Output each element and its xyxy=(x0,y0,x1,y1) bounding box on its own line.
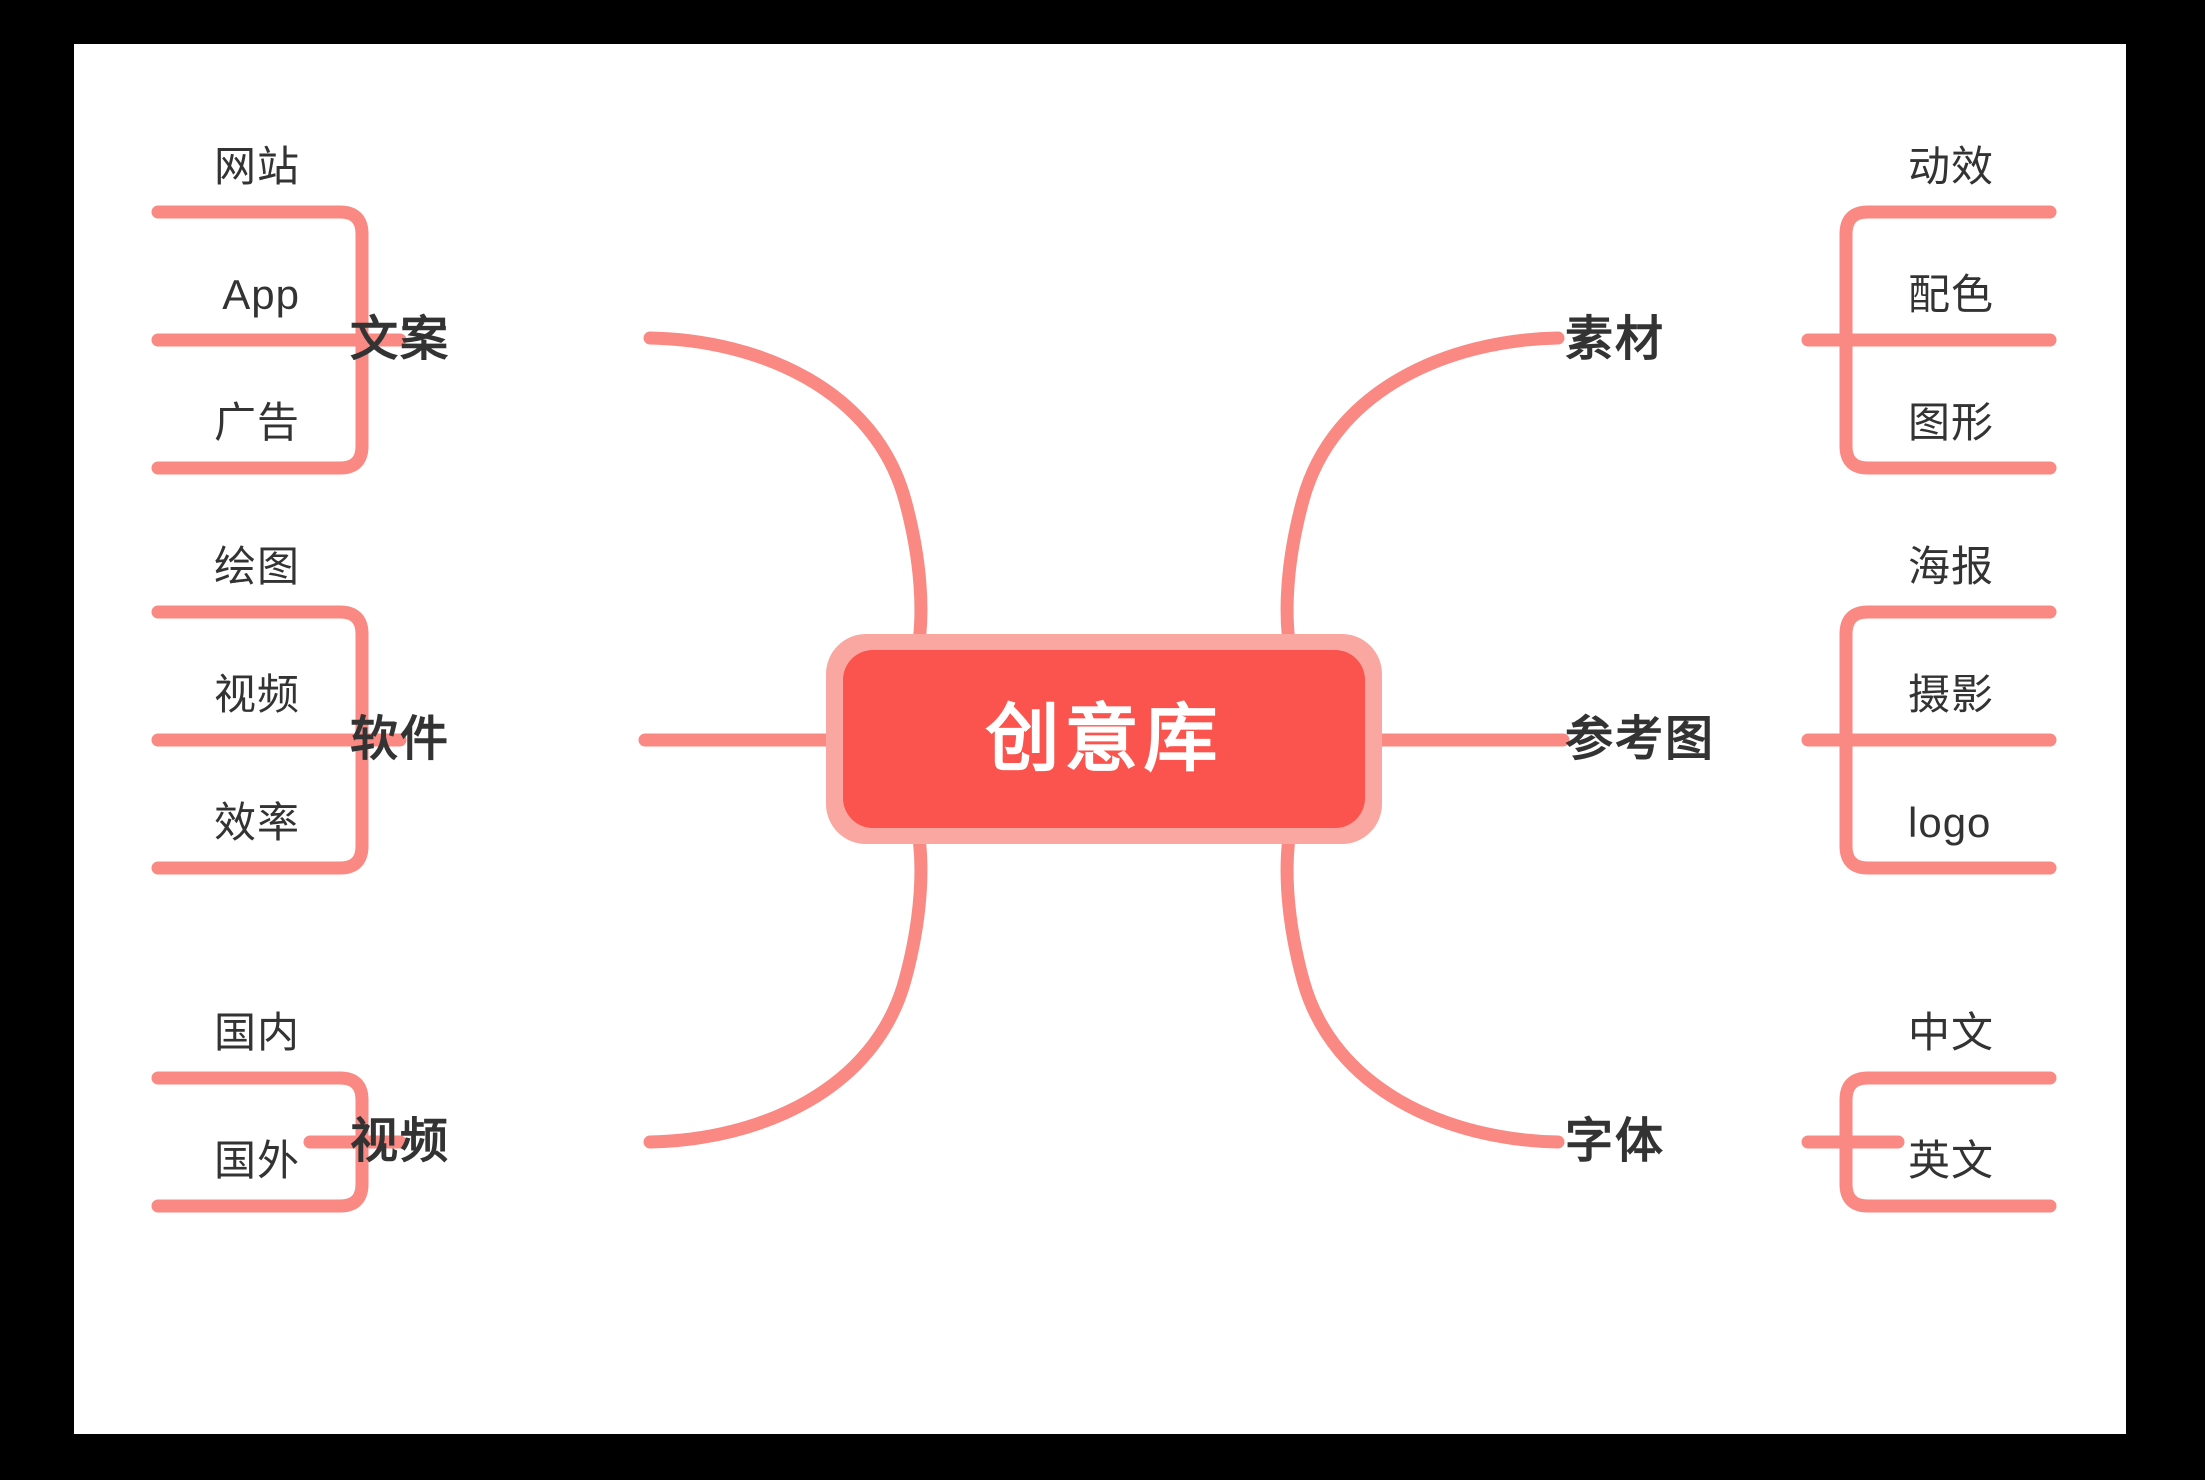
leaf-label-yingwen[interactable]: 英文 xyxy=(1908,1137,1995,1184)
branch-label-cankaotu[interactable]: 参考图 xyxy=(1565,713,1716,766)
branch-label-ruanjian[interactable]: 软件 xyxy=(349,713,450,766)
leaf-label-logo[interactable]: logo xyxy=(1908,799,1992,846)
branch-label-ziti[interactable]: 字体 xyxy=(1565,1115,1666,1168)
leaf-label-huitu[interactable]: 绘图 xyxy=(213,543,300,590)
leaf-label-dongxiao[interactable]: 动效 xyxy=(1908,143,1995,190)
center-node[interactable]: 创意库 xyxy=(843,650,1365,828)
branch-label-sucai[interactable]: 素材 xyxy=(1565,313,1666,366)
leaf-label-wangzhan[interactable]: 网站 xyxy=(213,143,300,190)
leaf-label-app[interactable]: App xyxy=(222,271,300,318)
leaf-label-sheying[interactable]: 摄影 xyxy=(1908,671,1995,718)
leaf-label-shipin-sw[interactable]: 视频 xyxy=(213,671,300,718)
leaf-label-peise[interactable]: 配色 xyxy=(1908,271,1995,318)
leaf-label-haibao[interactable]: 海报 xyxy=(1908,543,1995,590)
leaf-label-guowai[interactable]: 国外 xyxy=(213,1137,300,1184)
center-node-label: 创意库 xyxy=(985,697,1223,780)
branch-label-wenan[interactable]: 文案 xyxy=(349,313,450,366)
leaf-label-zhongwen[interactable]: 中文 xyxy=(1908,1009,1995,1056)
branch-label-shipin[interactable]: 视频 xyxy=(349,1115,450,1168)
leaf-label-guanggao[interactable]: 广告 xyxy=(213,399,300,446)
leaf-label-guonei[interactable]: 国内 xyxy=(213,1009,300,1056)
leaf-label-tuxing[interactable]: 图形 xyxy=(1908,399,1995,446)
leaf-label-xiaolv[interactable]: 效率 xyxy=(213,799,300,846)
